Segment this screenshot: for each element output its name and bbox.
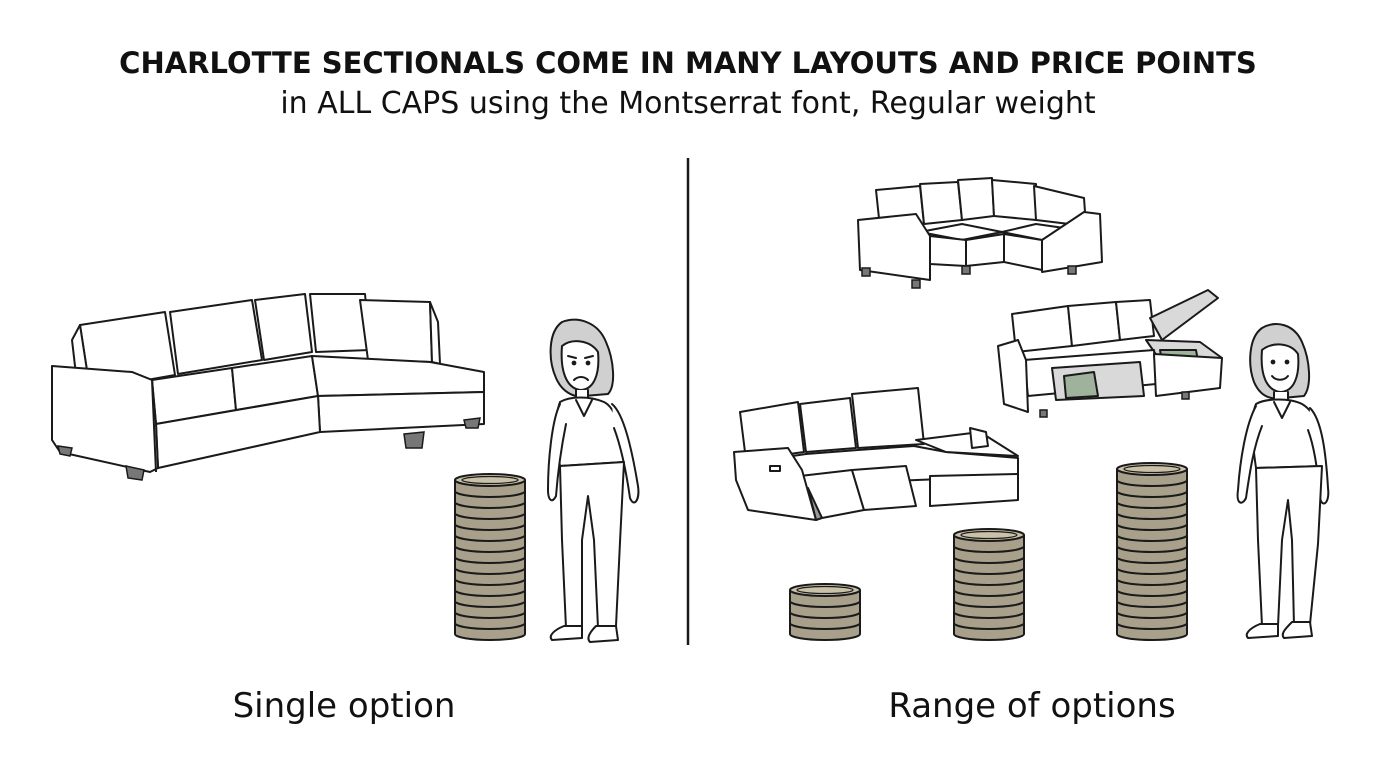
smiling-woman-icon bbox=[1236, 323, 1330, 639]
coin-top bbox=[1116, 462, 1188, 476]
large-coin-stack-icon bbox=[1116, 462, 1188, 641]
storage-sectional-legs bbox=[1039, 391, 1190, 418]
page-subtitle: in ALL CAPS using the Montserrat font, R… bbox=[280, 86, 1096, 121]
worried-woman-icon bbox=[547, 318, 640, 643]
coin-top-rim bbox=[461, 475, 519, 485]
coin-top bbox=[789, 583, 861, 597]
corner-sectional-icon bbox=[857, 177, 1103, 281]
small-coin-stack-icon bbox=[789, 583, 861, 641]
recliner-sectional-icon bbox=[733, 387, 1019, 521]
coin-top bbox=[454, 473, 526, 487]
storage-sleeper-sectional-icon bbox=[997, 289, 1223, 413]
coin-top-rim bbox=[1123, 464, 1181, 474]
tall-coin-stack-icon bbox=[454, 473, 526, 641]
l-shaped-sectional-icon bbox=[51, 293, 485, 473]
coin-top-rim bbox=[960, 530, 1018, 540]
medium-coin-stack-icon bbox=[953, 528, 1025, 641]
sofa-legs bbox=[57, 417, 481, 481]
coin-top-rim bbox=[796, 585, 854, 595]
corner-sectional-legs bbox=[861, 265, 1077, 289]
page-title: CHARLOTTE SECTIONALS COME IN MANY LAYOUT… bbox=[119, 46, 1257, 80]
left-panel-caption: Single option bbox=[232, 686, 456, 726]
right-panel-caption: Range of options bbox=[888, 686, 1176, 726]
coin-top bbox=[953, 528, 1025, 542]
